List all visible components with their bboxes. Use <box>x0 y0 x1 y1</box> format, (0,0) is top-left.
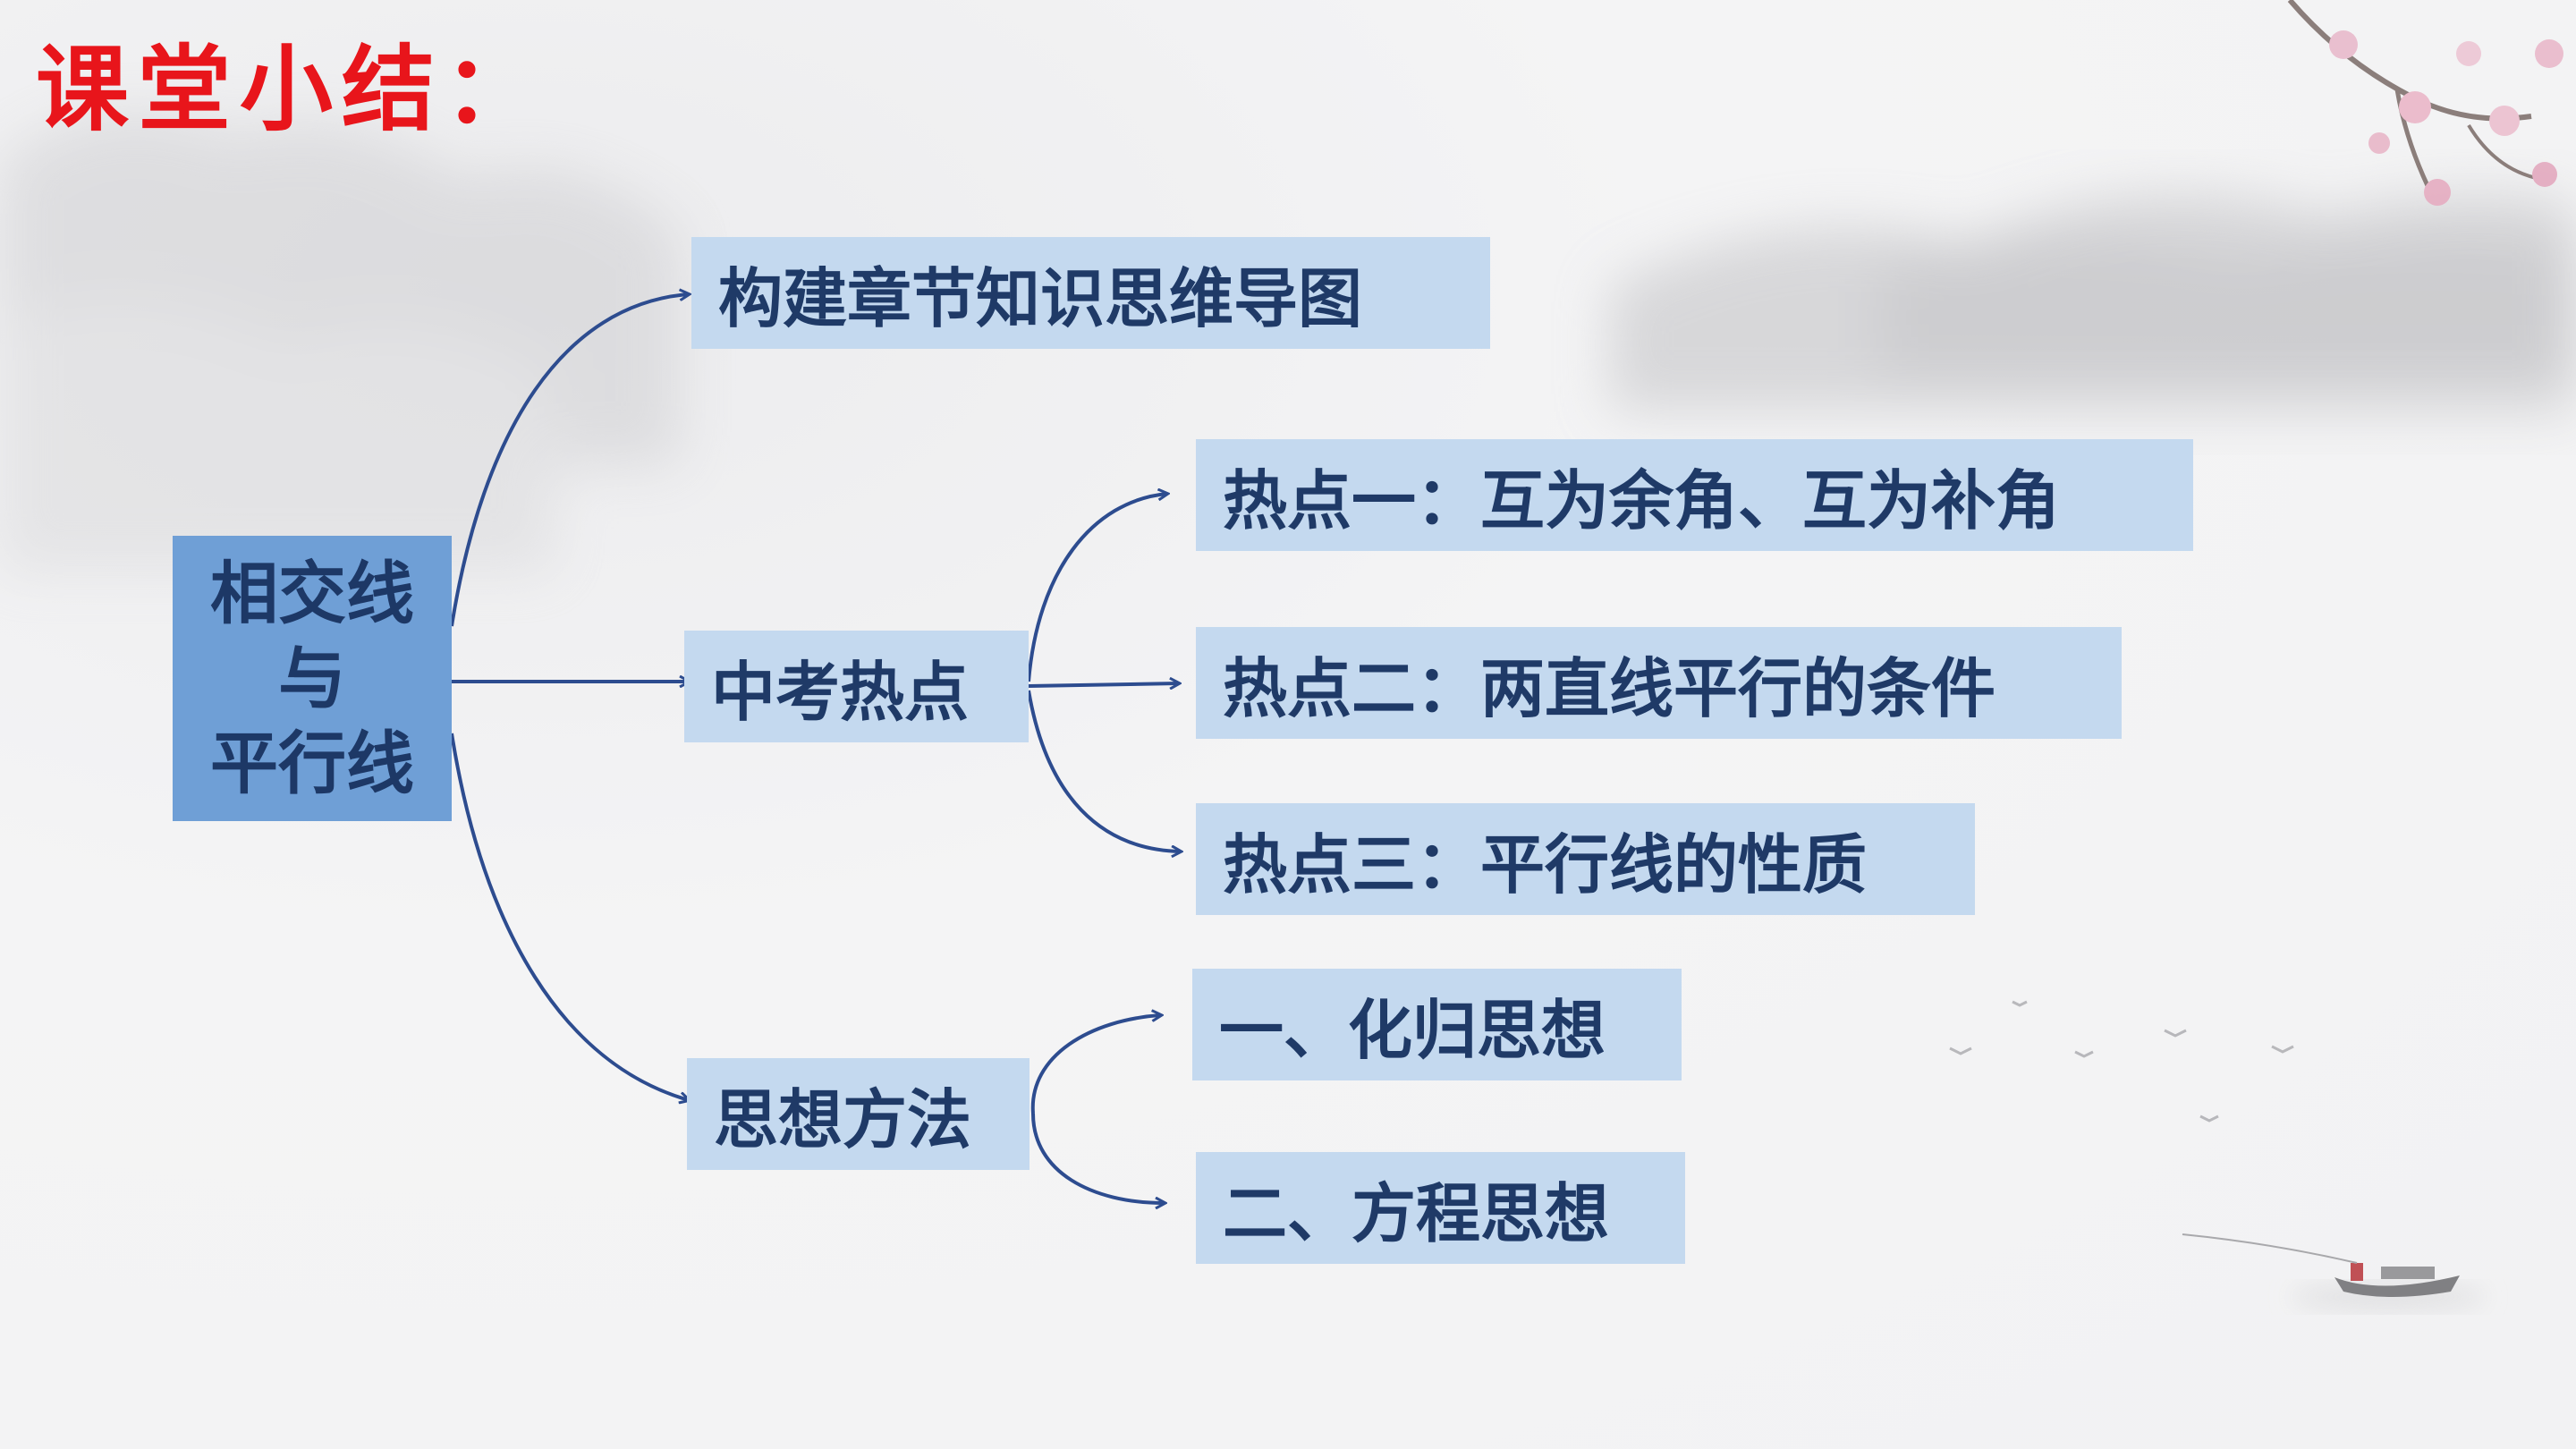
method-item-1-label: 一、化归思想 <box>1219 993 1606 1068</box>
hotspot-item-2-label: 热点二：两直线平行的条件 <box>1223 651 1996 726</box>
birds <box>1949 1000 2294 1123</box>
hotspot-item-3: 热点三：平行线的性质 <box>1196 803 1975 915</box>
branch-methods-label: 思想方法 <box>714 1082 972 1157</box>
hotspot-item-1-label: 热点一：互为余角、互为补角 <box>1223 463 2061 538</box>
method-item-2: 二、方程思想 <box>1196 1152 1685 1264</box>
hotspot-item-1: 热点一：互为余角、互为补角 <box>1196 439 2193 551</box>
branch-mindmap-label: 构建章节知识思维导图 <box>718 261 1363 336</box>
root-node: 相交线 与 平行线 <box>173 536 452 821</box>
branch-hotspots: 中考热点 <box>684 631 1029 742</box>
method-item-2-label: 二、方程思想 <box>1223 1176 1610 1251</box>
branch-methods: 思想方法 <box>687 1058 1030 1170</box>
branch-mindmap: 构建章节知识思维导图 <box>691 237 1490 349</box>
right-mountain-mist <box>1610 193 2576 411</box>
hotspot-item-2: 热点二：两直线平行的条件 <box>1196 627 2122 739</box>
left-mountain-mist <box>0 113 680 572</box>
branch-hotspots-label: 中考热点 <box>711 655 970 730</box>
boat <box>2182 1233 2487 1309</box>
method-item-1: 一、化归思想 <box>1192 969 1682 1080</box>
blossom-branch <box>2287 0 2563 206</box>
hotspot-item-3-label: 热点三：平行线的性质 <box>1223 827 1868 902</box>
slide-title: 课堂小结： <box>36 34 547 144</box>
